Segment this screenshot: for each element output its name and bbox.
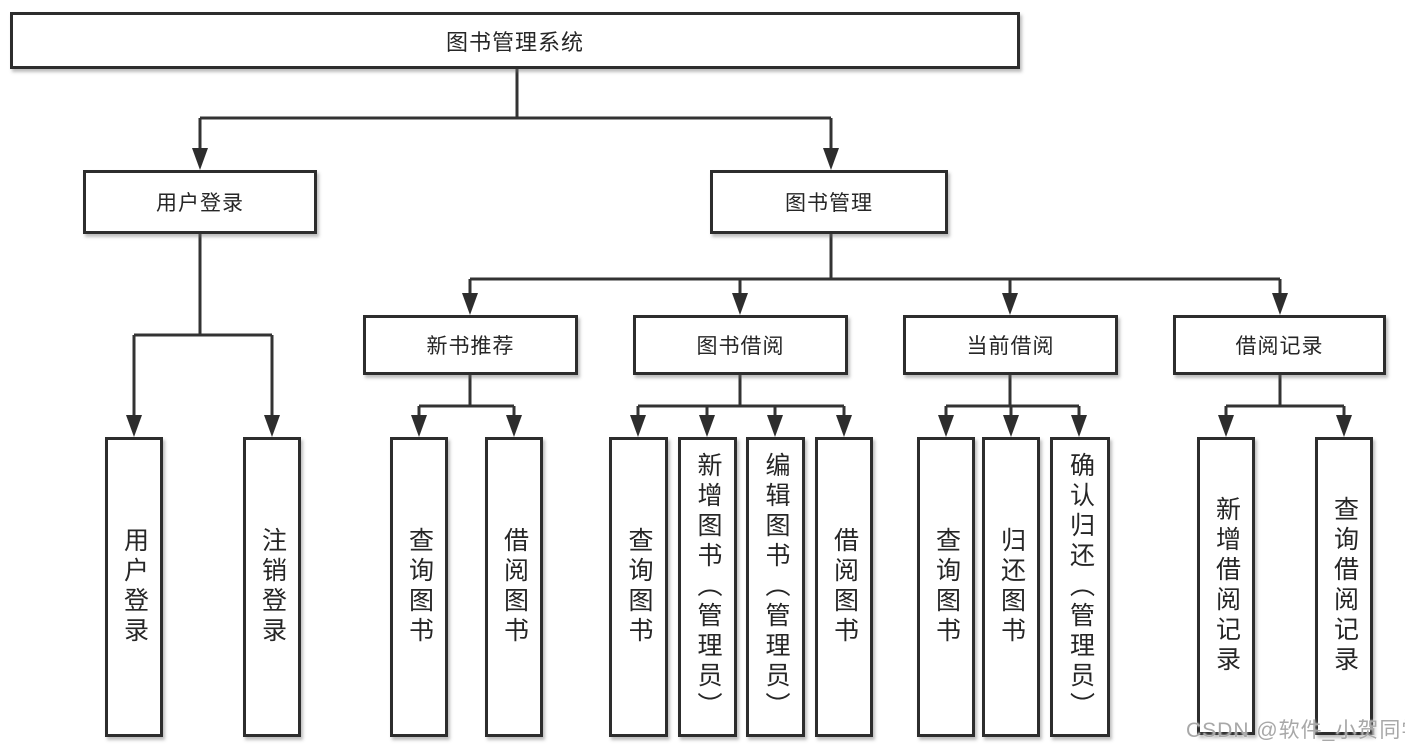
node-label: 借阅图书 (500, 527, 529, 647)
arrow-down-icon (1003, 415, 1019, 437)
arrow-down-icon (699, 415, 715, 437)
leaf-user-login: 用户登录 (105, 437, 163, 737)
arrow-down-icon (1002, 293, 1018, 315)
connector-line (198, 68, 833, 152)
node-label: 确认归还（管理员） (1066, 452, 1095, 722)
node-current-borrowing: 当前借阅 (903, 315, 1118, 375)
arrow-down-icon (462, 293, 478, 315)
leaf-search-books-current: 查询图书 (917, 437, 975, 737)
node-label: 用户登录 (156, 192, 244, 215)
leaf-edit-books-admin: 编辑图书（管理员） (746, 437, 805, 737)
node-label: 借阅图书 (830, 527, 859, 647)
node-label: 新增图书（管理员） (694, 452, 722, 722)
node-user-login: 用户登录 (83, 170, 317, 234)
node-label: 用户登录 (120, 527, 149, 647)
node-label: 新书推荐 (426, 335, 515, 358)
connector-new-book-rec-to-leaves (411, 375, 522, 437)
leaf-borrow-books: 借阅图书 (815, 437, 873, 737)
connector-line (417, 375, 516, 419)
node-label: 查询图书 (405, 527, 434, 647)
leaf-add-books-admin: 新增图书（管理员） (678, 437, 737, 737)
arrow-down-icon (1272, 293, 1288, 315)
node-label: 当前借阅 (966, 335, 1055, 358)
leaf-search-borrowing-record: 查询借阅记录 (1315, 437, 1373, 735)
arrow-down-icon (938, 415, 954, 437)
node-label: 图书借阅 (696, 335, 785, 358)
node-label: 查询图书 (625, 527, 653, 647)
connector-line (636, 375, 846, 419)
leaf-logout: 注销登录 (243, 437, 301, 737)
node-library-management-system: 图书管理系统 (10, 12, 1020, 69)
arrow-down-icon (411, 415, 427, 437)
arrow-down-icon (823, 148, 839, 170)
node-label: 图书管理系统 (445, 29, 584, 55)
node-label: 编辑图书（管理员） (762, 452, 790, 722)
leaf-confirm-return-admin: 确认归还（管理员） (1050, 437, 1110, 737)
connector-book-borrowing-to-leaves (630, 375, 852, 437)
node-label: 注销登录 (258, 527, 287, 647)
arrow-down-icon (264, 415, 280, 437)
node-new-book-recommendation: 新书推荐 (363, 315, 578, 375)
node-book-management: 图书管理 (710, 170, 948, 234)
arrow-down-icon (630, 415, 646, 437)
node-borrowing-records: 借阅记录 (1173, 315, 1386, 375)
node-label: 图书管理 (785, 192, 873, 215)
connector-line (944, 375, 1081, 419)
node-label: 查询图书 (932, 527, 961, 647)
leaf-search-books-recommendation: 查询图书 (390, 437, 448, 737)
connector-user-login-to-leaves (126, 233, 280, 437)
arrow-down-icon (1218, 415, 1234, 437)
arrow-down-icon (732, 293, 748, 315)
arrow-down-icon (506, 415, 522, 437)
node-book-borrowing: 图书借阅 (633, 315, 848, 375)
node-label: 归还图书 (997, 527, 1026, 647)
arrow-down-icon (1071, 415, 1087, 437)
leaf-borrow-books-recommendation: 借阅图书 (485, 437, 543, 737)
node-label: 新增借阅记录 (1212, 496, 1241, 676)
leaf-search-books-borrowing: 查询图书 (609, 437, 668, 737)
arrow-down-icon (192, 148, 208, 170)
connector-root-to-level2 (192, 68, 839, 170)
arrow-down-icon (1336, 415, 1352, 437)
connector-borrowing-records-to-leaves (1218, 375, 1352, 437)
arrow-down-icon (836, 415, 852, 437)
leaf-add-borrowing-record: 新增借阅记录 (1197, 437, 1255, 735)
arrow-down-icon (126, 415, 142, 437)
connector-line (132, 233, 274, 419)
node-label: 查询借阅记录 (1330, 496, 1359, 676)
connector-book-management-to-level3 (462, 233, 1288, 315)
node-label: 借阅记录 (1235, 335, 1324, 358)
csdn-watermark: CSDN @软件_小贺同学 (1186, 719, 1405, 742)
arrow-down-icon (767, 415, 783, 437)
connector-line (1224, 375, 1346, 419)
connector-current-borrowing-to-leaves (938, 375, 1087, 437)
leaf-return-books: 归还图书 (982, 437, 1040, 737)
connector-line (468, 233, 1282, 297)
